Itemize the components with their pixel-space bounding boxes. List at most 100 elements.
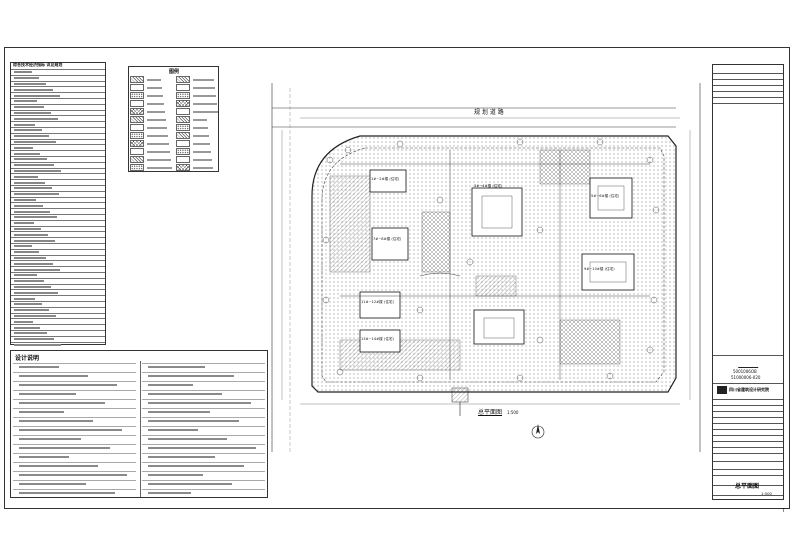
note-line [142,390,265,391]
tree-icon [416,306,424,314]
legend-swatch [130,124,144,131]
indicator-row [11,98,105,103]
note-line [13,444,136,445]
drawing-frame [4,47,790,509]
title-block: 四川省建筑设计研究院 5001006OB 51000006-020 总平面图 1… [712,64,784,500]
building-label-7: 13#~14#楼 (住宅) [361,337,394,341]
indicator-row [11,231,105,236]
note-line [142,363,265,364]
plan-title-text: 总平面图 [478,409,503,416]
tree-icon [536,336,544,344]
tree-icon [646,156,654,164]
indicator-row [11,121,105,126]
indicator-row [11,92,105,97]
legend-swatch [176,140,190,147]
legend-swatch [176,108,190,115]
legend-swatch [176,156,190,163]
design-notes: 设计说明 [10,350,268,498]
tree-icon [646,346,654,354]
company-logo [717,386,727,394]
note-line [13,489,136,490]
tree-icon [652,206,660,214]
road-label: 规 划 道 路 [474,109,504,116]
indicator-row [11,132,105,138]
tree-icon [396,140,404,148]
legend-swatch [176,148,190,155]
note-line [142,462,265,463]
note-line [13,372,136,373]
note-line [142,426,265,427]
legend-swatch [176,76,190,83]
indicator-row [11,324,105,329]
indicator-row [11,214,105,219]
tree-icon [606,372,614,380]
note-line [142,372,265,373]
indicator-row [11,219,105,225]
indicator-row [11,161,105,167]
legend-swatch [130,132,144,139]
tree-icon [322,236,330,244]
indicator-row [11,318,105,323]
indicator-row [11,266,105,271]
indicator-row [11,301,105,306]
stamp-number-1: 5001006OB [733,369,757,374]
legend-swatch [130,116,144,123]
legend-swatch [130,148,144,155]
legend-swatch [176,164,190,171]
indicator-row [11,127,105,132]
legend-swatch [130,76,144,83]
legend-swatch [130,164,144,171]
note-line [13,471,136,472]
note-line [142,408,265,409]
indicator-row [11,312,105,317]
note-line [142,381,265,382]
indicator-row [11,225,105,230]
legend-swatch [130,84,144,91]
indicator-row [11,173,105,178]
indicator-row [11,167,105,172]
indicator-row [11,69,105,74]
indicator-row [11,237,105,242]
indicator-row [11,341,105,346]
sheet-scale: 1:500 [761,491,772,496]
indicator-row [11,103,105,109]
indicator-row [11,138,105,143]
indicator-row [11,156,105,161]
legend-title: 图例 [169,69,180,75]
indicator-row [11,86,105,91]
legend-swatch [130,100,144,107]
indicator-row [11,277,105,283]
legend-swatch [130,140,144,147]
legend-swatch [176,132,190,139]
building-label-1: 1#~2#楼 (住宅) [371,177,400,181]
indicator-row [11,295,105,300]
building-label-3: 5#~6#楼 (住宅) [591,194,620,198]
indicator-row [11,243,105,248]
tree-icon [416,374,424,382]
legend-swatch [176,124,190,131]
note-line [13,426,136,427]
note-line [13,381,136,382]
indicator-table: 综合技术经济指标 详见规划 [10,62,106,346]
indicator-row [11,144,105,149]
plan-scale: 1:500 [506,410,519,415]
note-line [13,480,136,481]
indicator-row [11,335,105,341]
indicator-row [11,109,105,114]
indicator-row [11,115,105,120]
note-line [13,399,136,400]
note-line [142,489,265,490]
note-line [13,417,136,418]
indicator-row [11,330,105,335]
legend-table: 图例 [128,66,219,172]
note-line [13,408,136,409]
indicator-row [11,248,105,254]
tree-icon [326,156,334,164]
legend-swatch [176,84,190,91]
legend-swatch [130,92,144,99]
note-line [13,390,136,391]
indicator-row [11,306,105,312]
indicator-row [11,208,105,213]
